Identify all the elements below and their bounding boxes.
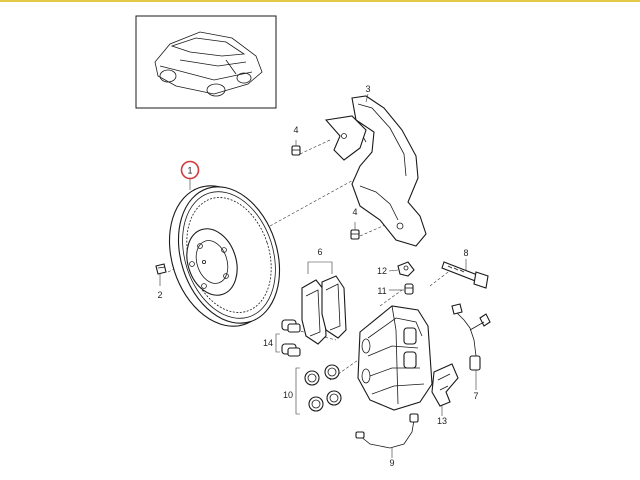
brake-pads[interactable] bbox=[301, 261, 347, 345]
screw-lower[interactable] bbox=[350, 222, 360, 240]
callout-label-14: 14 bbox=[263, 338, 273, 348]
callout-label-8: 8 bbox=[463, 248, 468, 258]
guide-bolts[interactable] bbox=[275, 319, 301, 357]
piston-seals[interactable] bbox=[295, 364, 342, 415]
callout-label-4a: 4 bbox=[293, 125, 298, 135]
wear-sensor[interactable] bbox=[451, 303, 491, 371]
callout-label-10: 10 bbox=[283, 390, 293, 400]
caliper-bolt[interactable] bbox=[441, 261, 489, 289]
callout-label-4b: 4 bbox=[352, 207, 357, 217]
car-icon bbox=[154, 31, 263, 97]
spring-clip[interactable] bbox=[431, 363, 459, 407]
callout-label-12: 12 bbox=[377, 266, 387, 276]
callout-label-3: 3 bbox=[365, 84, 370, 94]
brake-line[interactable] bbox=[355, 413, 419, 449]
callout-label-1: 1 bbox=[187, 166, 192, 176]
brake-disc[interactable] bbox=[152, 172, 296, 340]
bleeder-cap[interactable] bbox=[404, 283, 414, 295]
screw-upper[interactable] bbox=[291, 140, 301, 156]
callout-label-9: 9 bbox=[389, 458, 394, 468]
callout-label-6: 6 bbox=[317, 247, 322, 257]
dust-shield[interactable] bbox=[324, 95, 427, 247]
disc-screw[interactable] bbox=[155, 263, 167, 286]
callout-label-13: 13 bbox=[437, 416, 447, 426]
brake-caliper[interactable] bbox=[357, 305, 433, 411]
callout-1[interactable]: 1 bbox=[180, 160, 200, 191]
callout-label-11: 11 bbox=[377, 286, 386, 296]
callout-label-2: 2 bbox=[157, 290, 162, 300]
bleed-valve[interactable] bbox=[397, 261, 415, 277]
vehicle-thumbnail bbox=[135, 15, 277, 109]
callout-12-leader bbox=[388, 269, 399, 272]
callout-3-leader bbox=[365, 93, 369, 103]
callout-label-7: 7 bbox=[473, 391, 478, 401]
